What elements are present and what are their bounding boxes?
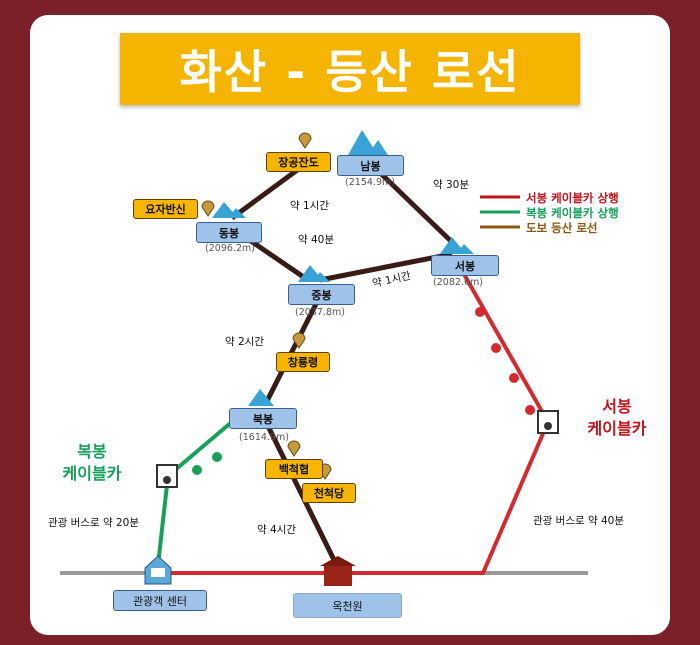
pin-icon: [287, 440, 301, 457]
time-dong-jung: 약 40분: [298, 234, 335, 246]
bus-time-right: 관광 버스로 약 40분: [533, 515, 624, 527]
time-jang-dong: 약 1시간: [290, 200, 329, 212]
poi-baekcheokhyeop: 백척협: [265, 459, 323, 479]
legend-hiking-route: 도보 등산 로선: [526, 221, 598, 235]
seobong-cable-label-line2: 케이블카: [587, 419, 647, 438]
okcheonwon: 옥천원: [293, 593, 402, 618]
bukbong-cable-label-line2: 케이블카: [62, 464, 122, 483]
legend-lines: [480, 195, 520, 229]
legend-bukbong-cable: 복봉 케이블카 상행: [526, 206, 619, 220]
seobong-cable-route: [170, 261, 551, 575]
mountain-icon: [348, 130, 378, 155]
bukbong-cable-route: [156, 413, 242, 566]
elevation-jungbong: (2037.8m): [295, 307, 345, 318]
peak-nambong: 남봉: [337, 155, 404, 176]
poi-changryongryeong: 창룡령: [276, 352, 330, 372]
peak-dongbong: 동봉: [196, 222, 262, 243]
time-buk-okcheon: 약 4시간: [257, 524, 296, 536]
pin-icon: [292, 332, 306, 349]
elevation-nambong: (2154.9m): [345, 177, 395, 188]
hiking-trails: [230, 163, 457, 570]
pin-icon: [201, 200, 215, 217]
seobong-cable-label-line1: 서봉: [602, 397, 632, 416]
mountain-icons: [212, 130, 474, 406]
pin-icon: [298, 132, 312, 149]
time-jung-buk: 약 2시간: [225, 336, 264, 348]
cable-station-icon: [156, 410, 559, 488]
visitor-center-icon: [144, 555, 172, 585]
mountain-icon: [248, 389, 274, 406]
diagram-card: [30, 15, 670, 635]
gondola-icons: [192, 307, 535, 475]
elevation-dongbong: (2096.2m): [205, 243, 255, 254]
time-nam-seo: 약 30분: [433, 179, 470, 191]
poi-yojabansin: 요자반신: [133, 199, 198, 219]
peak-bukbong: 북봉: [229, 408, 297, 429]
temple-icon: [320, 556, 356, 586]
elevation-seobong: (2082.6m): [433, 277, 483, 288]
legend-seobong-cable: 서봉 케이블카 상행: [526, 191, 619, 205]
peak-seobong: 서봉: [431, 255, 499, 276]
bukbong-cable-label-line1: 복봉: [77, 442, 107, 461]
page-title: 화산 - 등산 로선: [120, 33, 580, 105]
poi-cheoncheokdang: 천척당: [302, 483, 356, 503]
bus-time-left: 관광 버스로 약 20분: [48, 517, 139, 529]
visitor-center: 관광객 센터: [113, 590, 207, 611]
poi-janggongjando: 장공잔도: [266, 152, 331, 172]
peak-jungbong: 중봉: [288, 284, 355, 305]
elevation-bukbong: (1614.9m): [239, 432, 289, 443]
